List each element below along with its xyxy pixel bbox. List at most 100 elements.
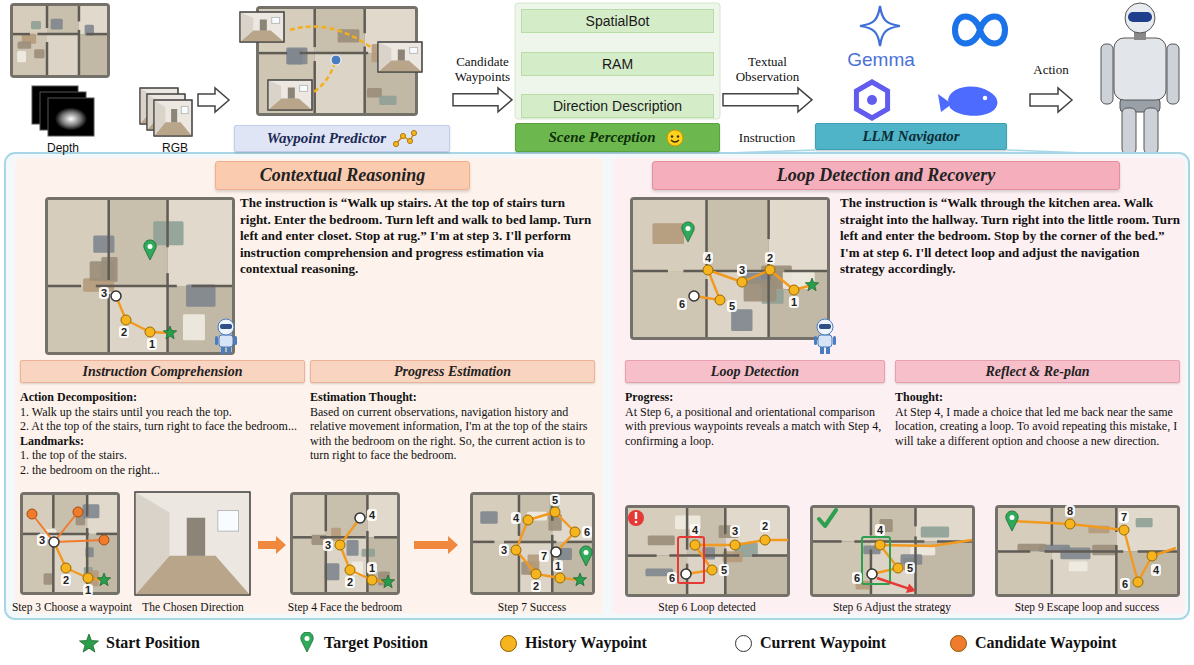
instruction-holder: The instruction is “Walk up stairs. At t… <box>240 195 595 278</box>
art-line <box>686 508 689 550</box>
callout-number: 3 <box>737 264 747 276</box>
label-holder: 3 <box>499 544 509 556</box>
label-holder: 6 <box>582 526 592 538</box>
art-line <box>1051 560 1054 594</box>
label-holder: 2 <box>531 580 541 592</box>
region-grounds <box>15 158 1185 614</box>
start-star <box>573 573 586 586</box>
label-holder: 5 <box>550 494 560 506</box>
art-rect <box>916 508 972 541</box>
sub-panel: Instruction ComprehensionAction Decompos… <box>20 360 305 477</box>
art-circle <box>686 226 691 231</box>
art-line <box>54 540 104 542</box>
body-text: At Step 6, a positional and orientationa… <box>625 405 885 449</box>
body-heading: Action Decomposition: <box>20 390 305 405</box>
art-rect <box>221 347 225 354</box>
art-line <box>86 495 89 516</box>
art-line <box>363 46 366 113</box>
legend-item: Start Position <box>78 631 200 655</box>
art-circle <box>676 135 678 137</box>
art-rect <box>1128 12 1152 22</box>
history-waypoint <box>570 527 580 537</box>
bottom-panel <box>5 150 1189 619</box>
trajectory <box>1012 521 1176 582</box>
history-waypoint <box>893 563 903 573</box>
art-rect <box>995 505 1180 597</box>
new-direction-arrow <box>906 583 916 592</box>
stage-label: Scene Perception <box>548 129 655 146</box>
logo-text: Gemma <box>847 49 915 71</box>
current-waypoint <box>689 291 699 301</box>
stage-label-band: Scene Perception <box>515 123 720 152</box>
current-waypoint <box>681 569 691 579</box>
art-circle <box>218 319 234 335</box>
label-holder: Step 6 Loop detected <box>658 601 755 613</box>
art-rect <box>240 12 284 42</box>
art-line <box>784 270 827 273</box>
waypoint-icon <box>393 130 417 148</box>
step-caption: Step 7 Success <box>498 601 566 613</box>
art-circle <box>817 319 833 335</box>
sub-header: Loop Detection <box>625 360 885 383</box>
callout-number: 1 <box>83 584 93 596</box>
step-caption: Step 9 Escape loop and success <box>1015 601 1160 613</box>
callout-number: 4 <box>703 252 713 264</box>
art-line <box>752 554 787 557</box>
art-rect <box>181 106 188 113</box>
art-line <box>363 9 366 33</box>
art-rect <box>18 41 32 48</box>
art-rect <box>625 505 790 597</box>
label-holder: 2 <box>61 574 71 586</box>
label-holder: 1 <box>367 562 377 574</box>
callout-number: 3 <box>499 544 509 556</box>
label-holder: 6 <box>677 298 687 310</box>
step-arrow <box>258 536 286 554</box>
trajectory <box>686 540 788 574</box>
history-waypoint <box>83 573 93 583</box>
qwen-logo <box>856 82 887 118</box>
label-holder: 4 <box>511 512 521 524</box>
art-rect <box>480 511 497 524</box>
callout-number: 4 <box>690 524 700 536</box>
art-rect <box>272 17 280 23</box>
step-arrow <box>414 536 458 554</box>
history-waypoint <box>730 540 740 550</box>
callout-number: 6 <box>852 572 862 584</box>
art-line <box>877 578 910 589</box>
art-rect <box>1114 38 1166 100</box>
legend-swatch <box>500 635 517 652</box>
history-waypoint <box>61 563 71 573</box>
sub-panel: Progress EstimationEstimation Thought:Ba… <box>310 360 595 463</box>
art-rect <box>378 42 422 72</box>
art-line <box>192 285 232 288</box>
art-rect <box>1101 44 1113 104</box>
art-rect <box>83 504 100 518</box>
art-line <box>633 270 668 273</box>
flow-label: Instruction <box>739 130 795 146</box>
art-rect <box>47 34 79 75</box>
sub-title: Reflect & Re-plan <box>985 364 1089 380</box>
label-holder: Step 6 Adjust the strategy <box>833 601 951 613</box>
art-circle <box>148 244 153 249</box>
module-label: RAM <box>602 56 633 72</box>
art-line <box>293 536 312 539</box>
art-rect <box>331 528 341 541</box>
art-rect <box>998 552 1052 594</box>
art-circle <box>305 636 310 641</box>
art-rect <box>45 197 235 355</box>
art-rect <box>648 536 675 546</box>
history-waypoint <box>703 265 713 275</box>
art-rect <box>135 492 250 595</box>
art-rect <box>367 537 397 592</box>
art-line <box>504 541 556 544</box>
legend-item: Current Waypoint <box>735 631 886 655</box>
current-waypoint <box>867 569 877 579</box>
callout-number: 1 <box>553 560 563 572</box>
art-rect <box>810 505 975 597</box>
art-rect <box>218 511 239 532</box>
candidate-waypoint <box>99 535 109 545</box>
label-holder: Step 7 Success <box>498 601 566 613</box>
label-holder: 3 <box>323 539 333 551</box>
art-rect <box>379 96 396 105</box>
art-rect <box>287 49 303 65</box>
